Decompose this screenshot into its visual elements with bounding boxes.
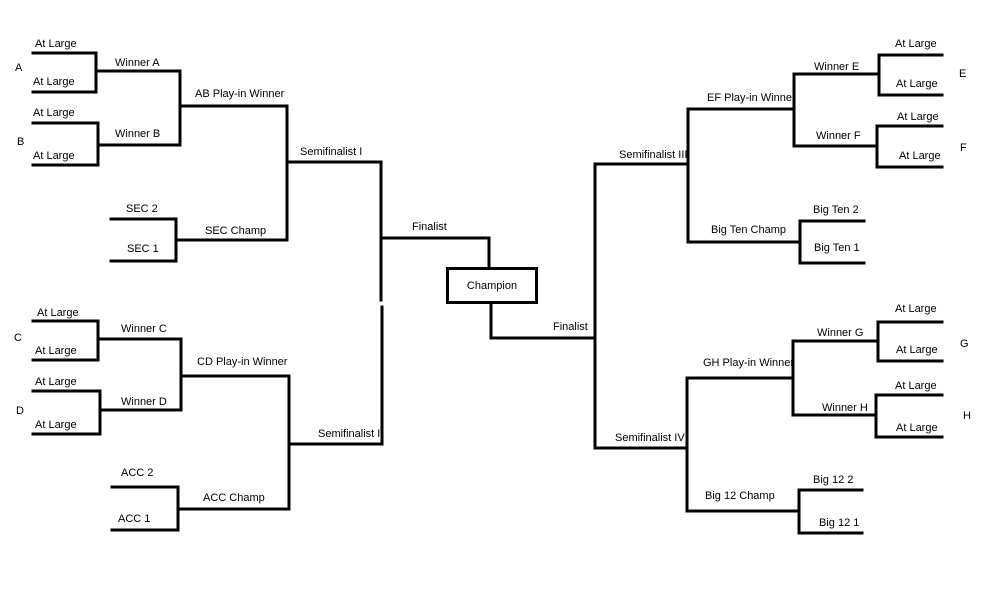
slot-winner-d[interactable]: Winner D	[121, 396, 167, 408]
group-a-label: A	[15, 62, 23, 74]
slot-sec-champ[interactable]: SEC Champ	[205, 225, 267, 237]
slot-at-large[interactable]: At Large	[895, 38, 937, 50]
group-d-label: D	[16, 405, 24, 417]
champion-box[interactable]: Champion	[446, 267, 538, 304]
slot-at-large[interactable]: At Large	[33, 150, 75, 162]
slot-at-large[interactable]: At Large	[35, 419, 77, 431]
slot-big-ten-champ[interactable]: Big Ten Champ	[711, 224, 787, 236]
slot-finalist-left[interactable]: Finalist	[412, 221, 447, 233]
slot-acc-champ[interactable]: ACC Champ	[203, 492, 265, 504]
slot-acc-2[interactable]: ACC 2	[121, 467, 154, 479]
slot-big-ten-1[interactable]: Big Ten 1	[814, 242, 860, 254]
slot-at-large[interactable]: At Large	[35, 345, 77, 357]
slot-at-large[interactable]: At Large	[33, 76, 75, 88]
group-b-label: B	[17, 136, 25, 148]
slot-winner-c[interactable]: Winner C	[121, 323, 167, 335]
slot-winner-h[interactable]: Winner H	[822, 402, 868, 414]
slot-winner-b[interactable]: Winner B	[115, 128, 161, 140]
group-c-label: C	[14, 332, 22, 344]
slot-big-12-1[interactable]: Big 12 1	[819, 517, 860, 529]
slot-semifinalist-4[interactable]: Semifinalist IV	[615, 432, 685, 444]
slot-big-12-champ[interactable]: Big 12 Champ	[705, 490, 775, 502]
slot-at-large[interactable]: At Large	[899, 150, 941, 162]
slot-cd-playin-winner[interactable]: CD Play-in Winner	[197, 356, 288, 368]
group-f-label: F	[960, 142, 967, 154]
slot-at-large[interactable]: At Large	[896, 344, 938, 356]
slot-big-ten-2[interactable]: Big Ten 2	[813, 204, 859, 216]
slot-gh-playin-winner[interactable]: GH Play-in Winner	[703, 357, 795, 369]
slot-winner-f[interactable]: Winner F	[816, 130, 861, 142]
slot-winner-e[interactable]: Winner E	[814, 61, 860, 73]
champion-label: Champion	[466, 279, 518, 292]
slot-at-large[interactable]: At Large	[895, 303, 937, 315]
slot-at-large[interactable]: At Large	[35, 38, 77, 50]
slot-big-12-2[interactable]: Big 12 2	[813, 474, 854, 486]
slot-ef-playin-winner[interactable]: EF Play-in Winner	[707, 92, 796, 104]
slot-at-large[interactable]: At Large	[37, 307, 79, 319]
slot-semifinalist-3[interactable]: Semifinalist III	[619, 149, 688, 161]
slot-winner-a[interactable]: Winner A	[115, 57, 160, 69]
slot-acc-1[interactable]: ACC 1	[118, 513, 151, 525]
group-h-label: H	[963, 410, 971, 422]
group-g-label: G	[960, 338, 969, 350]
slot-at-large[interactable]: At Large	[895, 380, 937, 392]
slot-semifinalist-1[interactable]: Semifinalist I	[300, 146, 363, 158]
group-e-label: E	[959, 68, 967, 80]
slot-at-large[interactable]: At Large	[35, 376, 77, 388]
slot-at-large[interactable]: At Large	[896, 422, 938, 434]
slot-at-large[interactable]: At Large	[896, 78, 938, 90]
slot-at-large[interactable]: At Large	[33, 107, 75, 119]
slot-semifinalist-2[interactable]: Semifinalist II	[318, 428, 384, 440]
slot-sec-2[interactable]: SEC 2	[126, 203, 158, 215]
slot-ab-playin-winner[interactable]: AB Play-in Winner	[195, 88, 285, 100]
slot-at-large[interactable]: At Large	[897, 111, 939, 123]
slot-sec-1[interactable]: SEC 1	[127, 243, 159, 255]
slot-winner-g[interactable]: Winner G	[817, 327, 864, 339]
slot-finalist-right[interactable]: Finalist	[553, 321, 588, 333]
